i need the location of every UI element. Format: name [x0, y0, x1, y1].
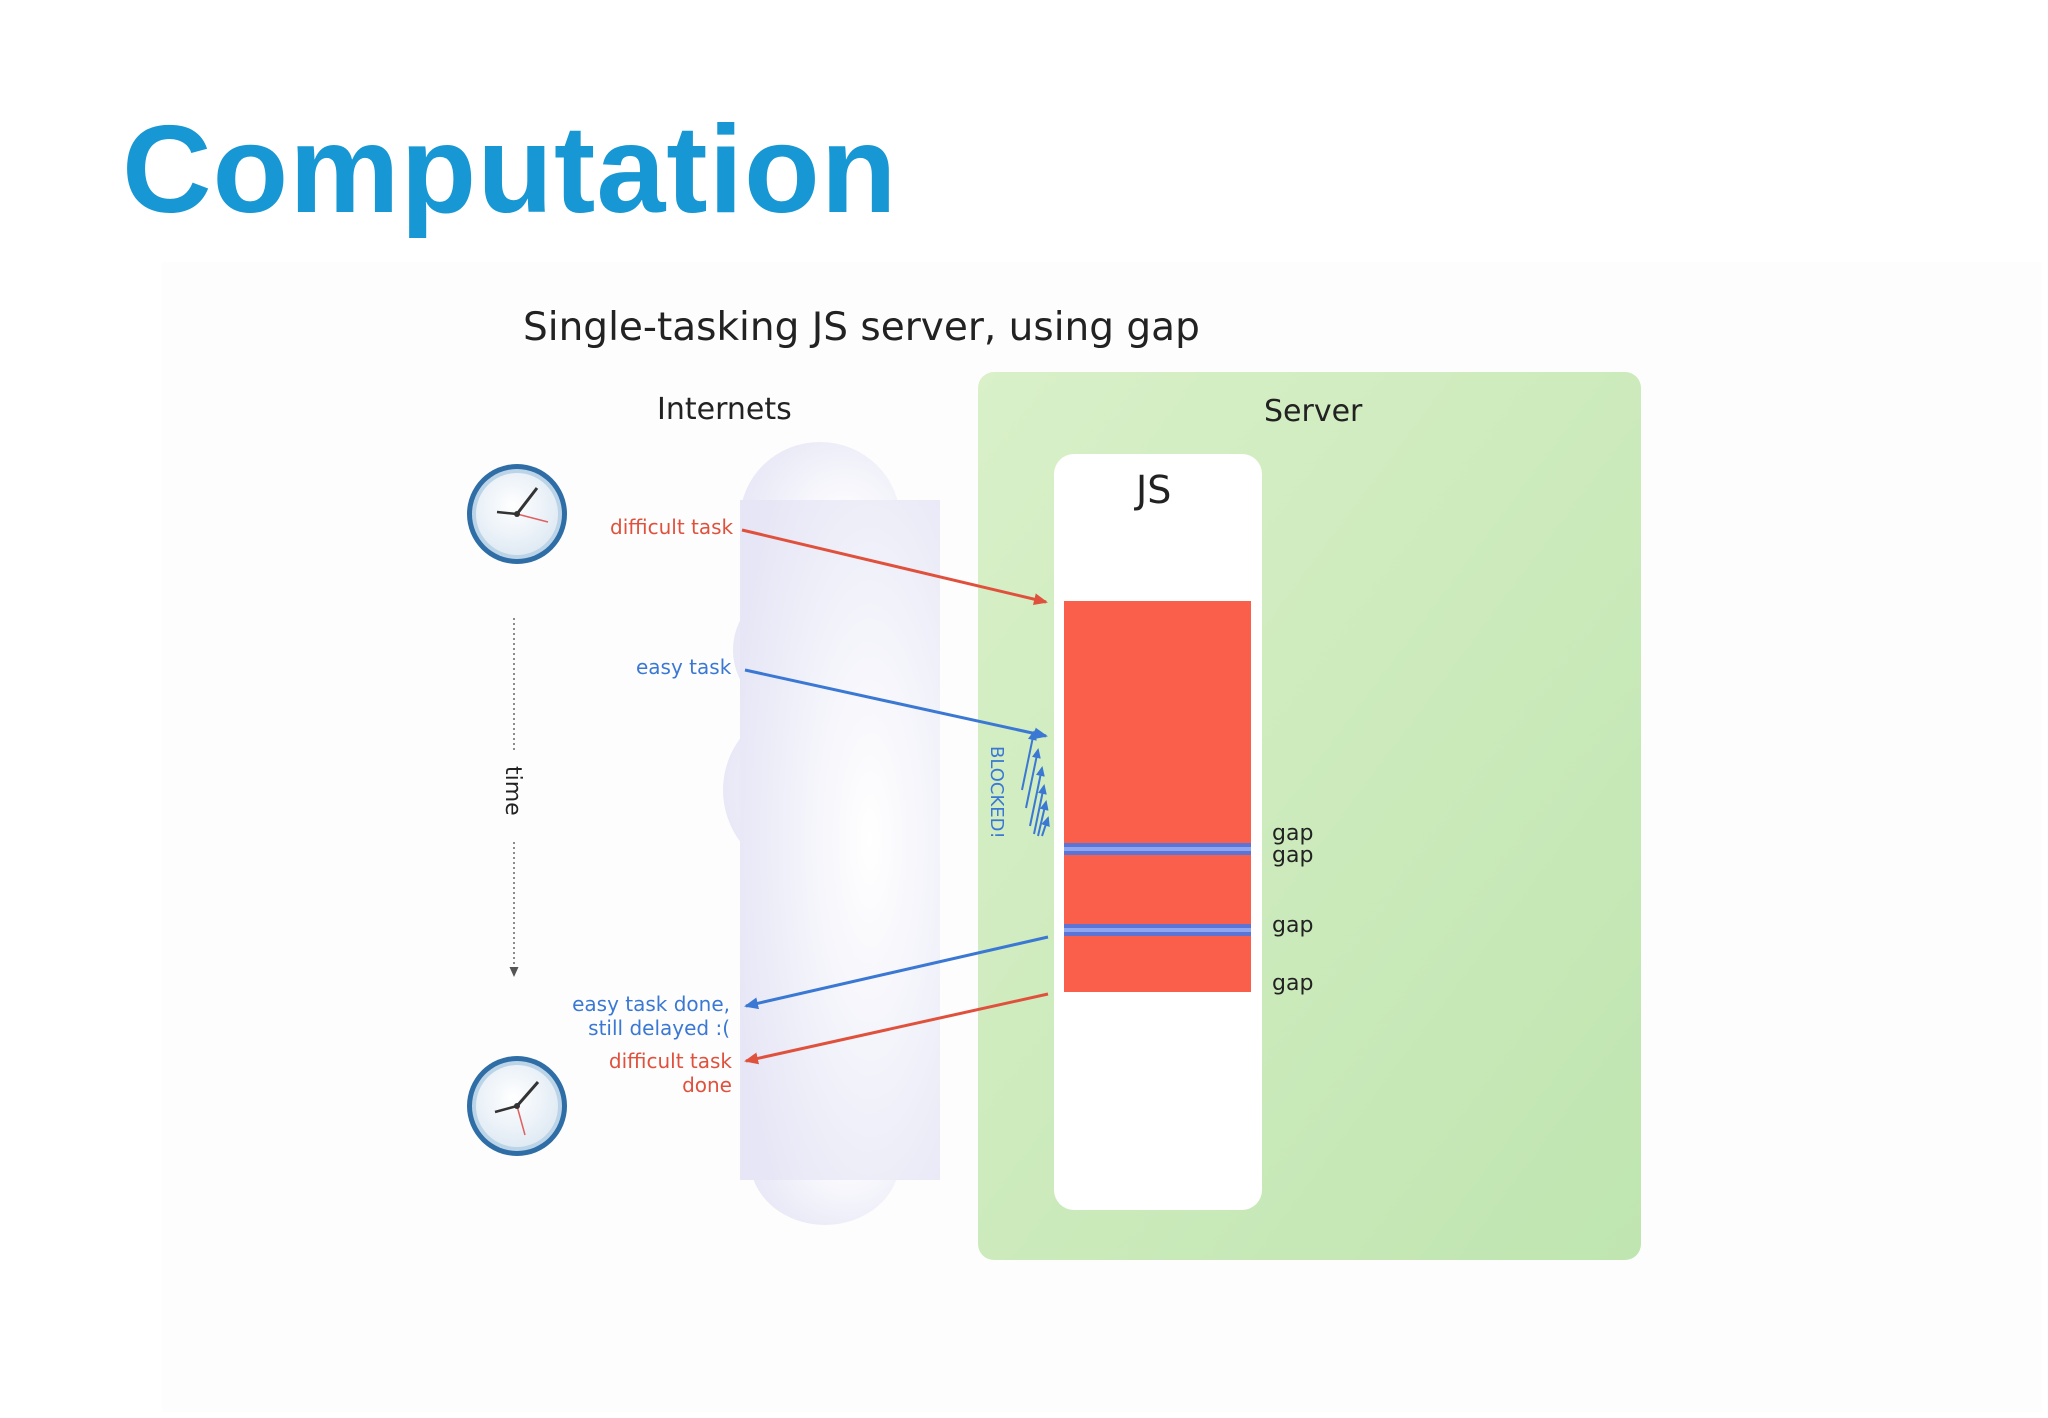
gap-label-2: gap [1272, 843, 1313, 868]
server-label: Server [1264, 394, 1363, 429]
blocked-arrows [1021, 730, 1050, 837]
js-label: JS [1134, 468, 1171, 512]
easy-task-done-line2: still delayed :( [588, 1016, 730, 1040]
diagram-title: Single-tasking JS server, using gap [523, 305, 1200, 350]
easy-task-arrow [744, 668, 1048, 740]
difficult-task-done-line2: done [682, 1073, 732, 1097]
time-label: time [500, 766, 525, 816]
gap-band-2-highlight [1064, 928, 1251, 932]
blocked-label: BLOCKED! [986, 746, 1007, 839]
easy-task-label: easy task [636, 655, 732, 679]
gap-label-4: gap [1272, 971, 1313, 996]
difficult-task-arrow [741, 528, 1048, 606]
difficult-task-done-line1: difficult task [609, 1049, 733, 1073]
clock-icon-end [467, 1056, 567, 1156]
easy-task-done-line1: easy task done, [572, 992, 730, 1016]
internet-cloud [723, 442, 940, 1225]
slide-title: Computation [122, 101, 898, 239]
easy-task-done-arrow [744, 935, 1049, 1010]
gap-band-1-highlight [1064, 847, 1251, 851]
difficult-task-label: difficult task [610, 515, 734, 539]
clock-icon-start [467, 464, 567, 564]
difficult-task-done-arrow [744, 992, 1049, 1065]
internets-label: Internets [657, 392, 792, 427]
gap-label-1: gap [1272, 821, 1313, 846]
gap-label-3: gap [1272, 913, 1313, 938]
